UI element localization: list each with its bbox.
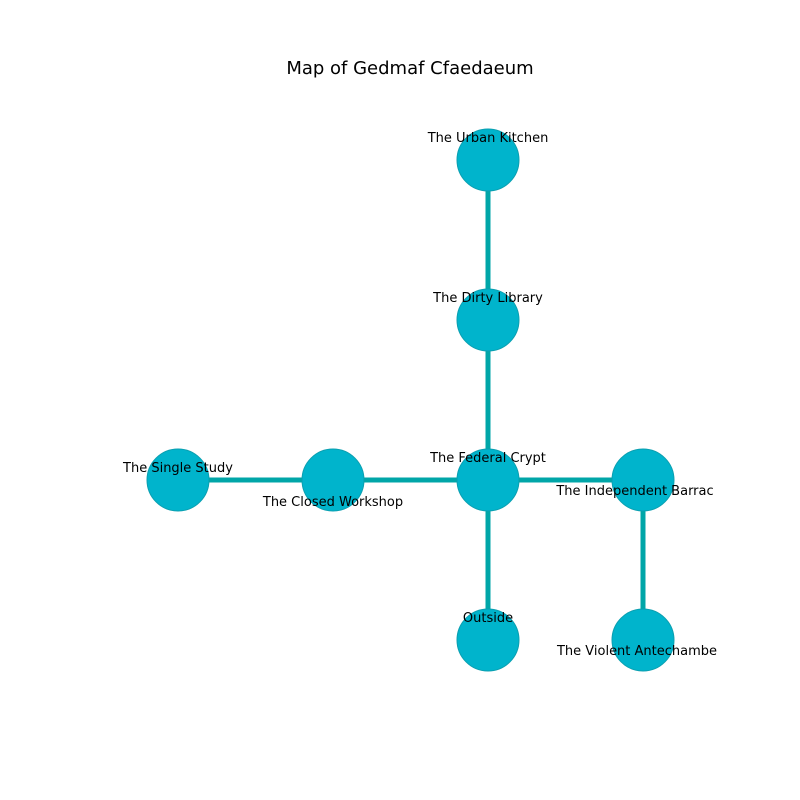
room-label-federal-crypt: The Federal Crypt — [429, 451, 546, 466]
room-label-independent-barracks: The Independent Barrac — [555, 484, 713, 499]
diagram-title: Map of Gedmaf Cfaedaeum — [286, 58, 533, 79]
room-node-single-study[interactable] — [146, 448, 210, 512]
room-node-independent-barracks[interactable] — [611, 448, 675, 512]
room-node-violent-antechamber[interactable] — [611, 608, 675, 672]
room-label-dirty-library: The Dirty Library — [432, 291, 543, 306]
room-label-violent-antechamber: The Violent Antechambe — [556, 644, 717, 659]
room-node-urban-kitchen[interactable] — [456, 128, 520, 192]
room-label-single-study: The Single Study — [122, 461, 233, 476]
room-node-dirty-library[interactable] — [456, 288, 520, 352]
room-label-urban-kitchen: The Urban Kitchen — [427, 131, 549, 146]
room-node-closed-workshop[interactable] — [301, 448, 365, 512]
room-node-federal-crypt[interactable] — [456, 448, 520, 512]
room-label-closed-workshop: The Closed Workshop — [262, 495, 403, 510]
room-label-outside: Outside — [463, 611, 513, 626]
room-node-outside[interactable] — [456, 608, 520, 672]
connections-layer — [178, 160, 646, 640]
rooms-layer — [146, 128, 675, 672]
